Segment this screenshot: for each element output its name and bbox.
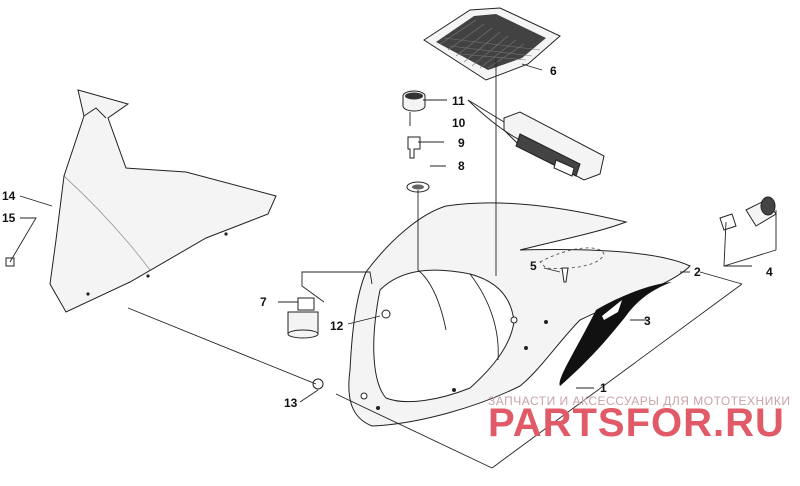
hole-outline bbox=[539, 247, 605, 269]
callout-11: 11 bbox=[452, 94, 465, 108]
hood-part bbox=[348, 202, 691, 427]
screw-part-12 bbox=[381, 309, 391, 319]
callout-13: 13 bbox=[284, 396, 298, 410]
watermark-brand: PARTSFOR.RU bbox=[488, 401, 785, 445]
watermark: ЗАПЧАСТИ И АКСЕССУАРЫ ДЛЯ МОТОТЕХНИКИ PA… bbox=[488, 394, 790, 445]
nut-part-8 bbox=[406, 181, 430, 193]
cap-part-10 bbox=[402, 90, 426, 112]
gauge-part-11 bbox=[503, 111, 605, 181]
switch-part-7 bbox=[287, 297, 319, 339]
watermark-tagline: ЗАПЧАСТИ И АКСЕССУАРЫ ДЛЯ МОТОТЕХНИКИ bbox=[488, 394, 790, 408]
callout-14: 14 bbox=[2, 189, 16, 203]
callout-10: 10 bbox=[452, 116, 466, 130]
leader-lines bbox=[9, 58, 777, 469]
storage-tray-part bbox=[423, 7, 561, 81]
callout-2: 2 bbox=[694, 265, 701, 279]
callout-1: 1 bbox=[600, 381, 607, 395]
callout-15: 15 bbox=[2, 211, 16, 225]
windshield-part bbox=[49, 89, 277, 313]
callout-9: 9 bbox=[458, 136, 465, 150]
decal-part-3 bbox=[559, 282, 672, 386]
lock-part-4 bbox=[719, 196, 777, 231]
callout-3: 3 bbox=[644, 314, 651, 328]
key-part-9 bbox=[407, 136, 421, 159]
callout-12: 12 bbox=[330, 319, 344, 333]
callout-7: 7 bbox=[260, 295, 267, 309]
callout-labels: 1 2 3 4 5 6 7 8 9 10 11 12 13 14 15 bbox=[2, 64, 773, 410]
callout-4: 4 bbox=[766, 265, 773, 279]
callout-8: 8 bbox=[458, 159, 465, 173]
callout-5: 5 bbox=[530, 259, 537, 273]
nut-part-13 bbox=[312, 378, 324, 390]
callout-6: 6 bbox=[550, 64, 557, 78]
